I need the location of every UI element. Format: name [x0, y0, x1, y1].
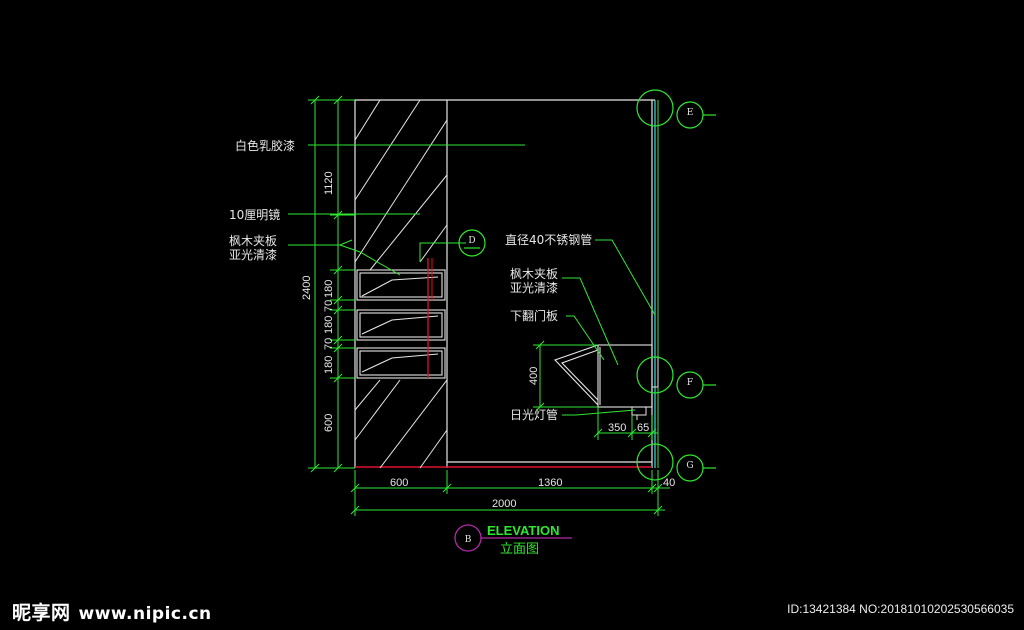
leader-plywood-1-diag [339, 244, 401, 276]
label-stainless-pipe: 直径40不锈钢管 [505, 232, 592, 247]
marker-letter-b: B [465, 535, 472, 545]
leader-pipe [595, 239, 656, 316]
marker-letter-g: G [686, 461, 693, 471]
dim-180-b: 180 [323, 316, 335, 334]
label-plywood-2: 枫木夹板 [510, 266, 558, 281]
marker-letters: E F G D B [465, 108, 694, 545]
label-fluorescent: 日光灯管 [510, 407, 558, 422]
dim-400: 400 [528, 367, 540, 385]
fluorescent-fixture [631, 406, 647, 420]
label-plywood-1: 枫木夹板 [229, 233, 277, 248]
leader-plywood-2 [562, 277, 619, 366]
label-flip-door: 下翻门板 [510, 308, 558, 323]
grid-bubble-f [636, 356, 674, 394]
elevation-outline [354, 99, 655, 468]
marker-letter-e: E [687, 108, 694, 118]
shelf-1 [356, 269, 446, 301]
dim-1360: 1360 [538, 477, 562, 489]
shelves [356, 269, 446, 379]
label-varnish-2: 亚光清漆 [510, 281, 558, 295]
grid-bubble-g [636, 443, 674, 481]
grid-bubble-e [636, 89, 674, 127]
shelf-3 [356, 347, 446, 379]
dim-2400: 2400 [301, 276, 313, 300]
label-varnish-1: 亚光清漆 [229, 248, 277, 262]
dimension-text: 1120 2400 180 70 180 70 180 600 400 350 … [301, 171, 675, 510]
dim-350: 350 [608, 422, 626, 434]
section-markers [458, 89, 716, 482]
title-elevation-cn: 立面图 [500, 542, 539, 557]
label-mirror: 10厘明镜 [229, 207, 280, 222]
leader-lines [288, 144, 656, 416]
shelf-2 [356, 309, 446, 341]
dim-65: 65 [637, 422, 649, 434]
annotation-text: 白色乳胶漆 10厘明镜 枫木夹板 亚光清漆 直径40不锈钢管 枫木夹板 亚光清漆… [229, 138, 592, 422]
dim-600: 600 [390, 477, 408, 489]
dimension-lines [308, 95, 670, 516]
dim-1120: 1120 [323, 171, 335, 195]
title-elevation: ELEVATION [487, 523, 559, 538]
dim-2000: 2000 [492, 498, 516, 510]
flip-door-open [554, 344, 599, 406]
dim-70-b: 70 [323, 338, 335, 350]
watermark-site: www.nipic.cn [78, 604, 212, 624]
leader-fluorescent [562, 409, 636, 416]
dim-600-v: 600 [323, 414, 335, 432]
watermark-brand: 昵享网 www.nipic.cn [12, 598, 212, 625]
marker-letter-d: D [468, 236, 475, 246]
dim-180-c: 180 [323, 356, 335, 374]
watermark-brand-name: 昵享网 [12, 602, 71, 624]
watermark-id: ID:13421384 NO:20181010202530566035 [787, 602, 1014, 616]
dim-40: 40 [663, 477, 675, 489]
marker-letter-f: F [687, 378, 693, 388]
leader-marker-d [419, 242, 466, 262]
title-marker [454, 524, 572, 552]
marker-circle-d [458, 229, 486, 257]
dim-180-a: 180 [323, 280, 335, 298]
dim-70-a: 70 [323, 300, 335, 312]
mirror-hatch [354, 99, 448, 469]
label-white-latex: 白色乳胶漆 [235, 138, 295, 153]
